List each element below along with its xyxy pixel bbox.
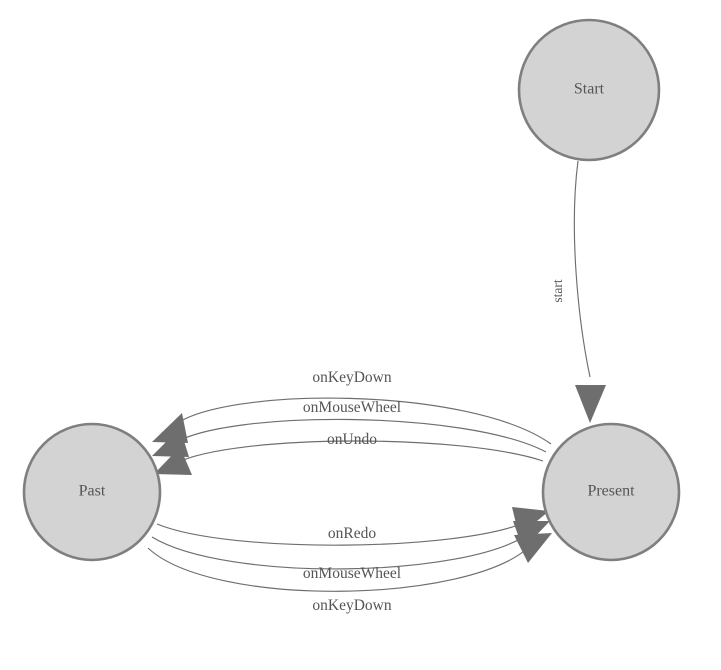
edge-start-to-present-label: start	[550, 279, 565, 302]
edge-past-to-present-onredo-label: onRedo	[328, 525, 376, 542]
edge-past-to-present-onkeydown[interactable]: onKeyDown	[147, 533, 552, 614]
edge-start-to-present[interactable]: start	[550, 160, 606, 423]
edge-past-to-present-onkeydown-arrowhead	[514, 533, 552, 563]
edge-present-to-past-onundo[interactable]: onUndo	[154, 431, 544, 475]
node-present-label: Present	[587, 483, 635, 500]
edge-present-to-past-onundo-path	[175, 440, 544, 464]
node-start-label: Start	[574, 81, 605, 98]
edge-present-to-past-onundo-label: onUndo	[327, 431, 377, 448]
edge-past-to-present-onkeydown-label: onKeyDown	[312, 597, 391, 614]
edge-present-to-past-onundo-arrowhead	[154, 447, 192, 475]
edge-past-to-present-onmousewheel-label: onMouseWheel	[303, 565, 401, 582]
edge-past-to-present-onredo-path	[156, 521, 527, 546]
edge-present-to-past-onmousewheel-label: onMouseWheel	[303, 399, 401, 416]
node-start[interactable]: Start	[517, 18, 661, 162]
node-start-circle	[517, 18, 661, 162]
edge-present-to-past-onmousewheel[interactable]: onMouseWheel	[152, 399, 547, 457]
edge-start-to-present-path	[573, 160, 591, 378]
edge-present-to-past-onkeydown-path	[171, 397, 552, 445]
edge-start-to-present-arrowhead	[575, 385, 606, 423]
edge-past-to-present-onmousewheel-path	[151, 533, 529, 570]
edge-past-to-present-onredo[interactable]: onRedo	[156, 507, 549, 546]
edge-past-to-present-onkeydown-path	[147, 545, 531, 592]
edge-present-to-past-onmousewheel-path	[172, 418, 547, 453]
node-past-label: Past	[79, 483, 106, 500]
node-past-circle	[22, 422, 162, 562]
node-present[interactable]: Present	[541, 422, 681, 562]
edge-present-to-past-onkeydown-label: onKeyDown	[312, 369, 391, 386]
node-past[interactable]: Past	[22, 422, 162, 562]
node-present-circle	[541, 422, 681, 562]
